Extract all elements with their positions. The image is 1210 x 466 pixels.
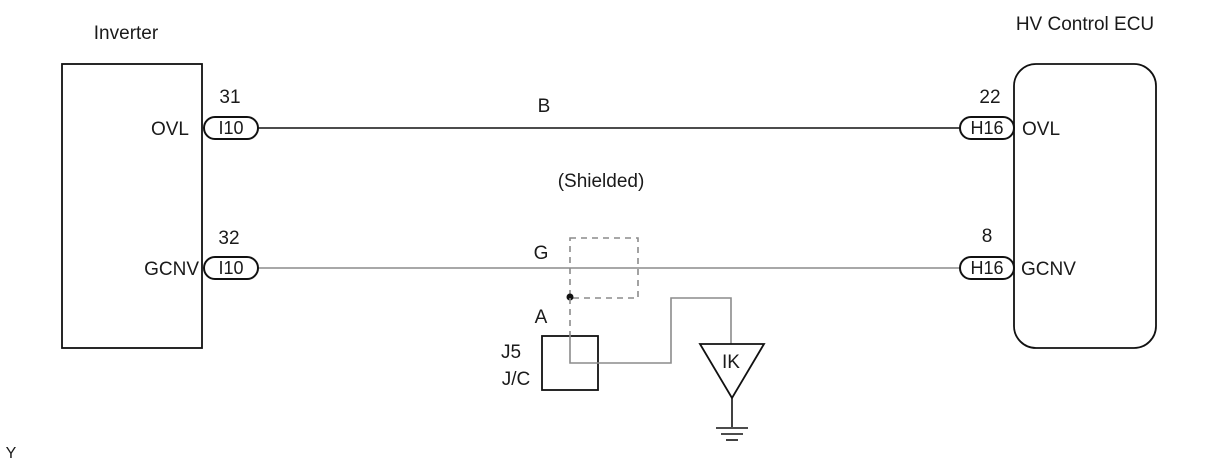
ecu-connector-ovl: H16: [959, 116, 1015, 140]
inverter-connector-ovl-label: I10: [218, 118, 243, 138]
shielded-label: (Shielded): [558, 171, 645, 192]
inverter-connector-gcnv: I10: [203, 256, 259, 280]
inverter-connector-ovl: I10: [203, 116, 259, 140]
inverter-terminal-ovl: OVL: [151, 119, 189, 140]
inverter-connector-gcnv-label: I10: [218, 258, 243, 278]
shield-splice-dot: [566, 293, 574, 301]
ground-symbol-icon: [716, 398, 748, 441]
shield-box: [569, 237, 639, 299]
ecu-connector-gcnv-label: H16: [970, 258, 1003, 278]
ecu-terminal-gcnv: GCNV: [1021, 259, 1076, 280]
hv-ecu-box: [1013, 63, 1157, 349]
ecu-pin-22: 22: [979, 87, 1000, 108]
inverter-title: Inverter: [94, 23, 159, 44]
inverter-box: [61, 63, 203, 349]
inverter-terminal-gcnv: GCNV: [144, 259, 199, 280]
ovl-wire-color: B: [538, 96, 551, 117]
drain-wire-color: A: [535, 307, 548, 328]
ground-point-triangle: [698, 343, 766, 400]
junction-id: J5: [501, 342, 521, 363]
ecu-pin-8: 8: [982, 226, 993, 247]
inverter-pin-31: 31: [219, 87, 240, 108]
gcnv-wire-color: G: [534, 243, 549, 264]
corner-mark: Y: [6, 445, 17, 462]
inverter-pin-32: 32: [218, 228, 239, 249]
ground-point-label: IK: [722, 352, 740, 373]
ecu-connector-ovl-label: H16: [970, 118, 1003, 138]
ecu-connector-gcnv: H16: [959, 256, 1015, 280]
ecu-terminal-ovl: OVL: [1022, 119, 1060, 140]
hv-ecu-title: HV Control ECU: [1016, 14, 1154, 35]
junction-type: J/C: [502, 369, 531, 390]
drain-wire-to-ground: [569, 297, 732, 364]
